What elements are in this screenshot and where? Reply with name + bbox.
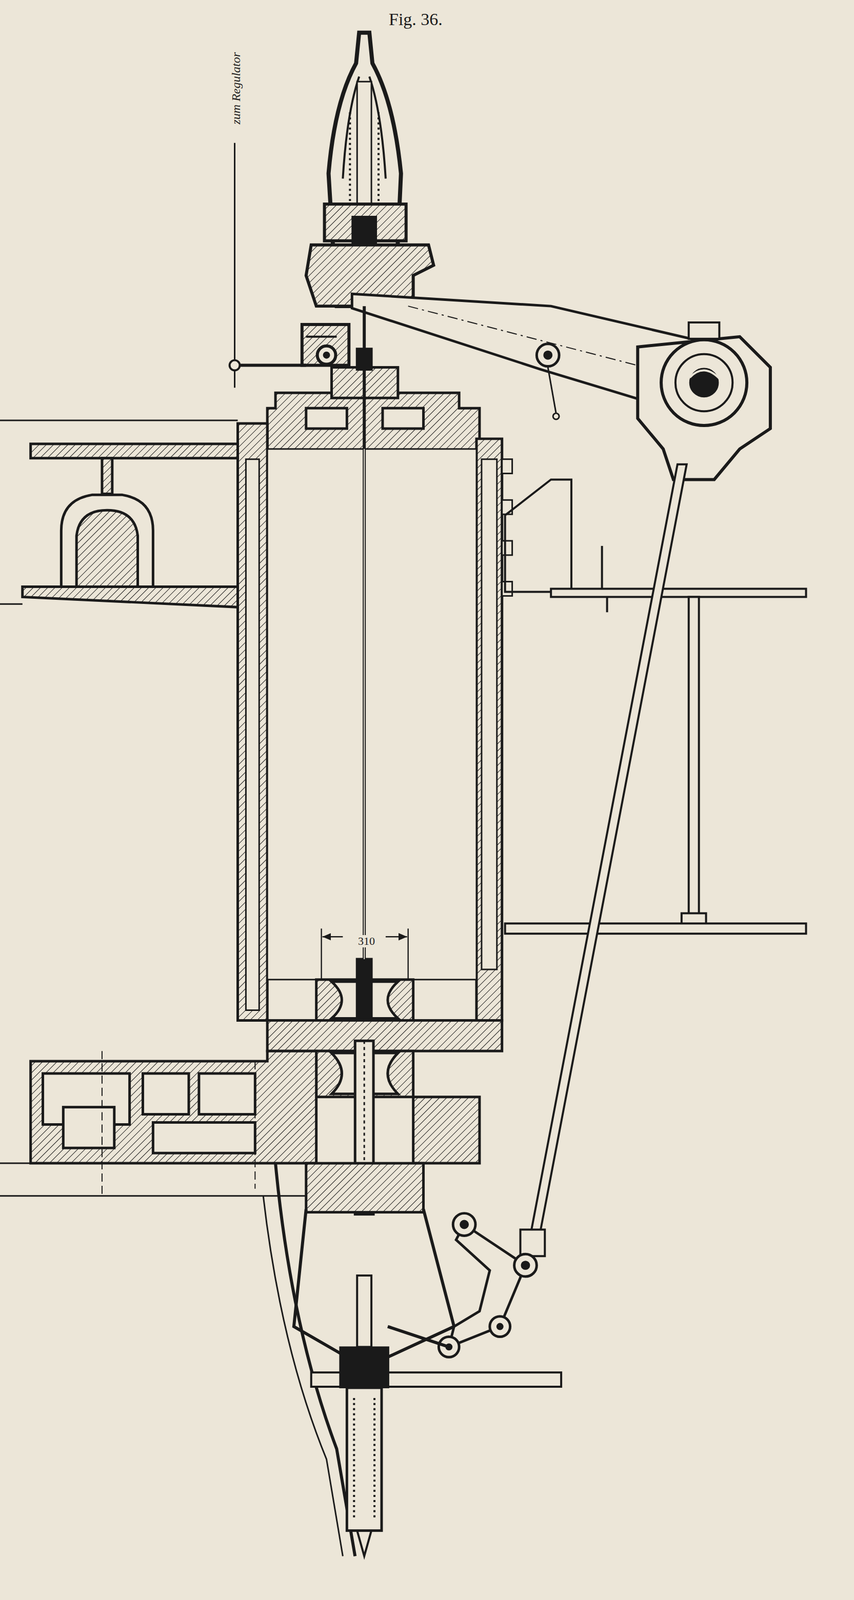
dimension-line — [321, 928, 409, 981]
cylinder-cover — [267, 349, 480, 455]
lower-valve-housing — [263, 1163, 562, 1557]
leader-label: zum Regulator — [229, 52, 243, 125]
regulator-linkage — [229, 143, 337, 389]
figure-title: Fig. 36. — [388, 9, 443, 29]
eccentric-rod-and-bellcrank — [387, 464, 687, 1359]
right-brackets — [505, 480, 807, 935]
cylinder-walls — [237, 423, 512, 1021]
dimension-label: 310 — [355, 935, 377, 948]
left-frame — [0, 420, 238, 608]
valve-rod — [363, 306, 365, 960]
